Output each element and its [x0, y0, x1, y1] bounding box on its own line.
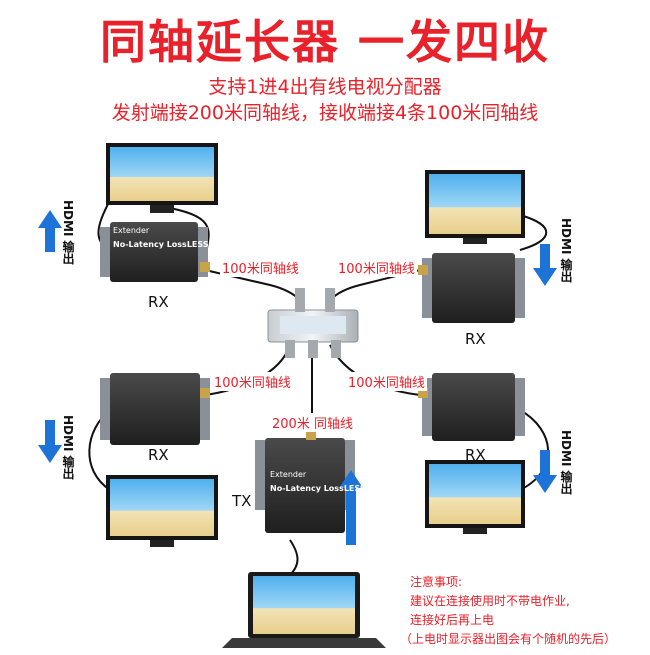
- cable-label-tx: 200米 同轴线: [270, 413, 355, 432]
- subtitle-line-2: 发射端接200米同轴线，接收端接4条100米同轴线: [111, 102, 539, 124]
- rx-device-bottom-right: [418, 373, 525, 441]
- signal-arrows: [38, 210, 557, 545]
- cable-label-mid-left: 100米同轴线: [212, 372, 293, 391]
- hdmi-label-bottom-left: HDMI 输出: [61, 415, 75, 480]
- hdmi-label-top-left: HDMI 输出: [61, 200, 75, 265]
- tv-top-left: [106, 143, 218, 213]
- rx-label-top-left: RX: [148, 293, 169, 311]
- tx-device: [255, 428, 355, 533]
- hdmi-label-bottom-right: HDMI 输出: [559, 430, 573, 495]
- notes-line-3: （上电时显示器出图会有个随机的先后）: [400, 632, 617, 646]
- hdmi-label-top-right: HDMI 输出: [559, 218, 573, 283]
- rx-label-bottom-left: RX: [148, 446, 169, 464]
- laptop: [222, 572, 386, 648]
- tx-brand: Extender: [270, 470, 307, 479]
- rx-tl-model: No-Latency LossLESS: [113, 240, 209, 249]
- subtitle-line-1: 支持1进4出有线电视分配器: [208, 76, 442, 98]
- rx-device-top-left: [100, 222, 210, 282]
- page-title: 同轴延长器 一发四收: [99, 15, 550, 69]
- cable-label-mid-right: 100米同轴线: [346, 372, 427, 391]
- tv-bottom-left: [106, 475, 218, 547]
- notes-line-2: 连接好后再上电: [410, 613, 495, 627]
- tv-bottom-right: [425, 460, 525, 534]
- coax-splitter: [267, 288, 359, 358]
- rx-device-top-right: [418, 253, 525, 323]
- cable-label-top-right: 100米同轴线: [336, 258, 417, 277]
- notes-block: 注意事项: 建议在连接使用时不带电作业, 连接好后再上电 （上电时显示器出图会有…: [400, 573, 616, 649]
- rx-tl-brand: Extender: [113, 226, 150, 235]
- rx-label-top-right: RX: [465, 330, 486, 348]
- notes-line-1: 建议在连接使用时不带电作业,: [410, 594, 570, 608]
- tx-label: TX: [232, 492, 252, 510]
- cable-label-top-left: 100米同轴线: [220, 258, 301, 277]
- rx-device-bottom-left: [100, 373, 210, 445]
- tv-top-right: [425, 170, 525, 244]
- notes-title: 注意事项:: [410, 575, 463, 589]
- tx-model: No-Latency LossLESS: [270, 484, 366, 493]
- rx-label-bottom-right: RX: [465, 446, 486, 464]
